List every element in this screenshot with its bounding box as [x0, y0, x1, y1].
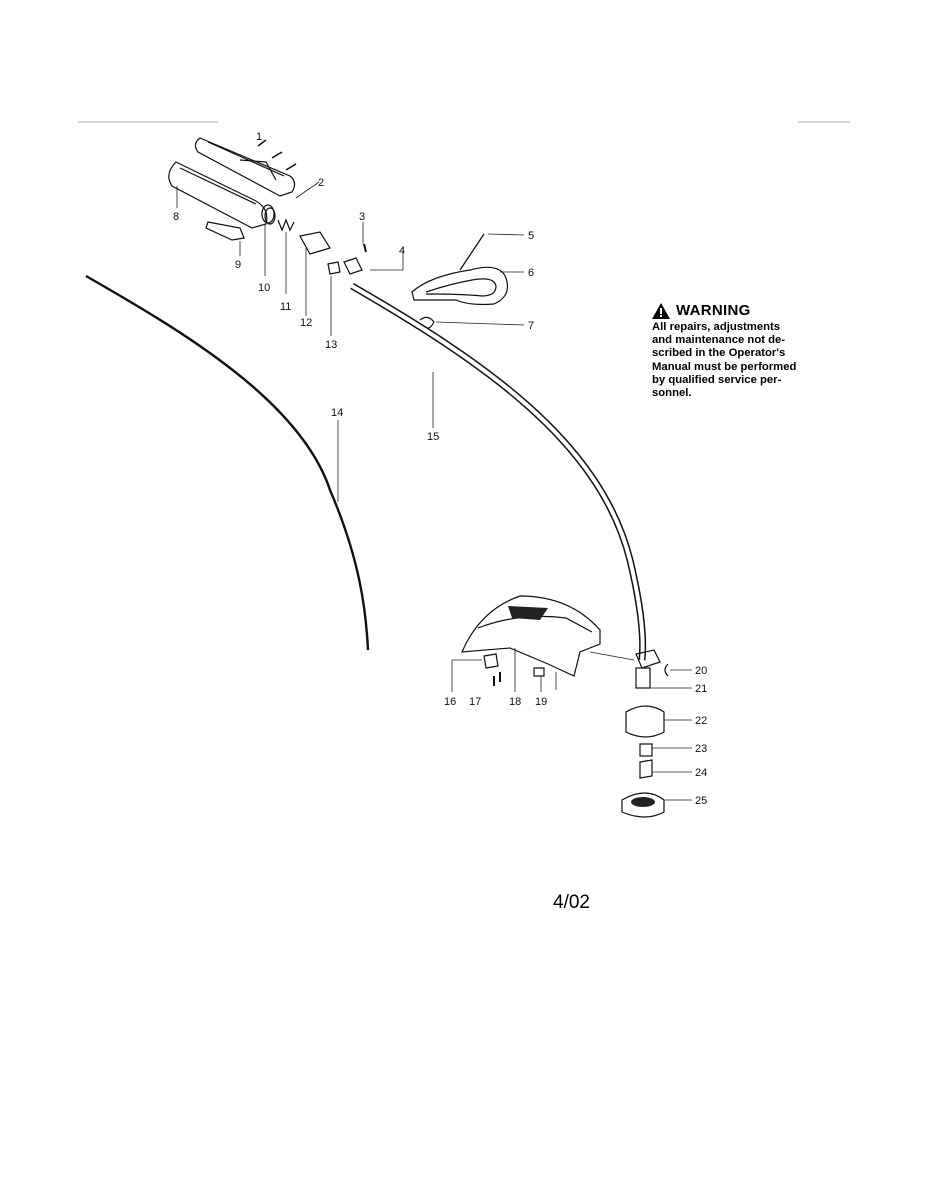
retainer — [639, 759, 653, 779]
callout-10: 10 — [258, 282, 270, 294]
callout-21: 21 — [695, 683, 707, 695]
callout-5: 5 — [528, 230, 534, 242]
throttle-trigger — [205, 221, 245, 241]
callout-25: 25 — [695, 795, 707, 807]
warning-text: All repairs, adjustments and maintenance… — [652, 321, 830, 400]
spring — [277, 218, 295, 232]
callout-23: 23 — [695, 743, 707, 755]
callout-8: 8 — [173, 211, 179, 223]
line-cutter — [483, 653, 499, 669]
callout-11: 11 — [280, 301, 291, 313]
warning-heading: WARNING — [652, 302, 830, 319]
bushing — [327, 261, 341, 275]
flex-drive-shaft — [85, 274, 370, 651]
callout-leaders — [176, 181, 692, 801]
assist-handle-bolt — [459, 233, 485, 271]
callout-19: 19 — [535, 696, 547, 708]
date-code: 4/02 — [553, 892, 590, 913]
shield-clip — [664, 663, 669, 677]
callout-20: 20 — [695, 665, 707, 677]
warning-line: All repairs, adjustments — [652, 321, 781, 333]
callout-1: 1 — [256, 131, 262, 143]
assist-handle-inner — [425, 278, 497, 297]
shield-bolt — [533, 667, 545, 677]
screw-group — [257, 139, 297, 171]
bump-knob — [621, 792, 665, 818]
assist-handle — [411, 266, 509, 306]
callout-labels: 1 2 3 4 5 6 7 8 9 10 11 12 13 14 15 16 1… — [173, 131, 707, 807]
warning-line: sonnel. — [652, 387, 692, 400]
callout-2: 2 — [318, 177, 324, 189]
drive-shaft-adapter — [635, 667, 651, 689]
callout-15: 15 — [427, 431, 439, 443]
callout-9: 9 — [235, 259, 241, 271]
warning-triangle-icon — [652, 302, 670, 319]
clamp-housing — [299, 231, 331, 255]
clamp-nut — [343, 257, 363, 275]
callout-6: 6 — [528, 267, 534, 279]
drive-nut — [639, 743, 653, 757]
washer — [264, 207, 276, 225]
callout-13: 13 — [325, 339, 337, 351]
callout-17: 17 — [469, 696, 481, 708]
warning-title: WARNING — [676, 302, 751, 319]
callout-4: 4 — [399, 245, 405, 257]
callout-7: 7 — [528, 320, 534, 332]
shield-clamp — [635, 649, 661, 669]
callout-12: 12 — [300, 317, 312, 329]
warning-line: Manual must be performed — [652, 360, 797, 373]
warning-line: by qualified service per- — [652, 373, 782, 386]
callout-3: 3 — [359, 211, 365, 223]
warning-line: scribed in the Operator's — [652, 347, 786, 360]
callout-18: 18 — [509, 696, 521, 708]
upper-handle-housing — [194, 137, 296, 197]
callout-16: 16 — [444, 696, 456, 708]
callout-24: 24 — [695, 767, 707, 779]
drive-tube — [350, 282, 647, 661]
trimmer-head-hub — [625, 705, 665, 738]
debris-shield — [461, 595, 601, 677]
warning-notice: WARNING All repairs, adjustments and mai… — [652, 302, 830, 400]
callout-14: 14 — [331, 407, 343, 419]
warning-line: and maintenance not de- — [652, 334, 786, 347]
callout-22: 22 — [695, 715, 707, 727]
lower-handle-housing — [168, 161, 275, 229]
small-screw — [363, 243, 367, 253]
